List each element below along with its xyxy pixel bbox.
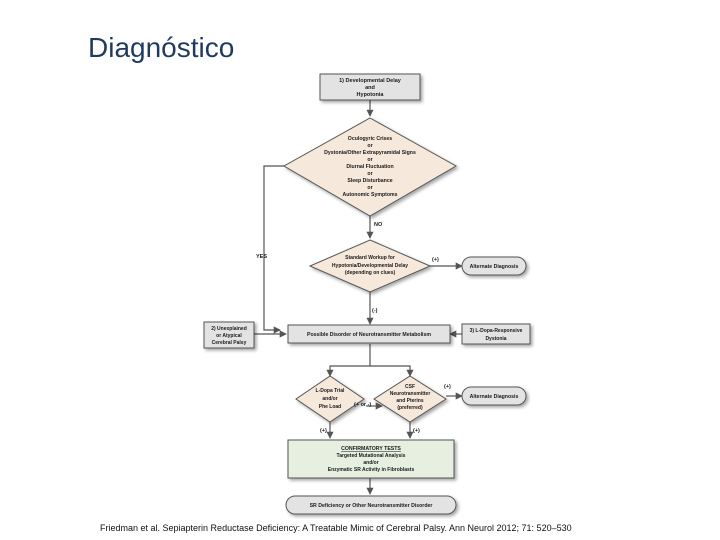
flow-connectors — [254, 100, 463, 495]
confirmatory-tests-box: CONFIRMATORY TESTS Targeted Mutational A… — [287, 439, 455, 479]
alternate-diagnosis-box-1: Alternate Diagnosis — [461, 256, 527, 276]
workup-minus-label: (-) — [372, 308, 378, 314]
decision-line-1: Oculogyric Crises — [348, 136, 393, 142]
decision-line-8: or — [367, 185, 372, 191]
confirmatory-line-2: and/or — [363, 460, 378, 466]
ldopa-dystonia-line-2: Dystonia — [485, 336, 506, 342]
decision-line-6: or — [367, 171, 372, 177]
alternate-diagnosis-label-2: Alternate Diagnosis — [470, 394, 519, 400]
unexplained-cp-line-1: 2) Unexplained — [211, 326, 247, 332]
unexplained-cp-line-3: Cerebral Palsy — [212, 340, 247, 346]
start-line-2: and — [365, 85, 375, 91]
citation: Friedman et al. Sepiapterin Reductase De… — [100, 523, 572, 533]
csf-line-1: CSF — [405, 384, 415, 390]
ldopa-trial-line-3: Phe Load — [319, 404, 342, 410]
no-label: NO — [374, 222, 383, 228]
ldopa-trial-line-2: and/or — [322, 396, 337, 402]
alternate-diagnosis-label-1: Alternate Diagnosis — [470, 264, 519, 270]
start-line-3: Hypotonia — [357, 92, 385, 98]
ldopa-dystonia-line-1: 3) L-Dopa-Responsive — [470, 328, 523, 334]
csf-line-3: and Pterins — [396, 398, 423, 404]
ldopa-trial-decision: L-Dopa Trial and/or Phe Load — [295, 375, 365, 423]
decision-line-7: Sleep Disturbance — [347, 178, 392, 184]
alternate-diagnosis-box-2: Alternate Diagnosis — [461, 386, 527, 406]
workup-line-2: Hypotonia/Developmental Delay — [332, 263, 408, 269]
workup-plus-label: (+) — [432, 257, 439, 263]
csf-plus-label: (+) — [444, 384, 451, 390]
yes-label: YES — [256, 254, 267, 260]
neurotransmitter-disorder-label: Possible Disorder of Neurotransmitter Me… — [307, 332, 431, 338]
flowchart-diagram: 1) Developmental Delay and Hypotonia Ocu… — [203, 73, 531, 515]
final-diagnosis-box: SR Deficiency or Other Neurotransmitter … — [285, 495, 457, 515]
decision-line-5: Diurnal Fluctuation — [346, 164, 393, 170]
confirmatory-line-1: Targeted Mutational Analysis — [337, 453, 406, 459]
trial-plus-label: (+) — [320, 428, 327, 434]
confirmatory-heading: CONFIRMATORY TESTS — [341, 446, 401, 452]
start-line-1: 1) Developmental Delay — [339, 78, 402, 84]
decision-line-2: or — [367, 143, 372, 149]
workup-decision: Standard Workup for Hypotonia/Developmen… — [308, 239, 432, 293]
plus-or-minus-label: (+ or -) — [354, 402, 371, 408]
unexplained-cp-box: 2) Unexplained or Atypical Cerebral Pals… — [203, 321, 255, 349]
csf-line-4: (preferred) — [397, 405, 423, 411]
slide-title: Diagnóstico — [88, 32, 235, 63]
confirmatory-line-3: Enzymatic SR Activity in Fibroblasts — [328, 467, 415, 473]
workup-line-3: (depending on clues) — [345, 270, 396, 276]
start-box: 1) Developmental Delay and Hypotonia — [319, 73, 421, 101]
decision-line-3: Dystonia/Other Extrapyramidal Signs — [324, 150, 416, 156]
unexplained-cp-line-2: or Atypical — [216, 333, 242, 339]
neurotransmitter-disorder-box: Possible Disorder of Neurotransmitter Me… — [287, 324, 451, 344]
workup-line-1: Standard Workup for — [345, 255, 395, 261]
symptom-decision: Oculogyric Crises or Dystonia/Other Extr… — [282, 117, 458, 217]
decision-line-4: or — [367, 157, 372, 163]
csf-line-2: Neurotransmitter — [390, 391, 431, 397]
final-diagnosis-label: SR Deficiency or Other Neurotransmitter … — [310, 503, 433, 509]
ldopa-trial-line-1: L-Dopa Trial — [316, 388, 346, 394]
csf-decision: CSF Neurotransmitter and Pterins (prefer… — [373, 375, 447, 423]
csf-plus-down-label: (+) — [413, 428, 420, 434]
decision-line-9: Autonomic Symptoms — [342, 192, 397, 198]
ldopa-dystonia-box: 3) L-Dopa-Responsive Dystonia — [461, 323, 531, 345]
